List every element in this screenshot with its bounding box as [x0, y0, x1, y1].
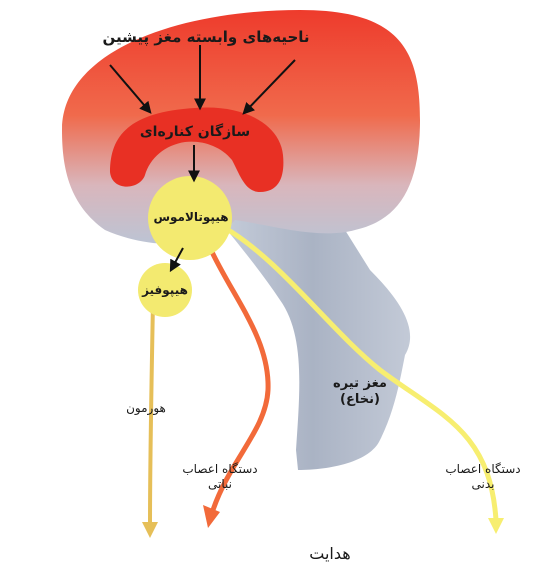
hormone-label: هورمون	[106, 401, 186, 416]
pituitary-label: هیپوفیز	[135, 283, 195, 298]
somatic-label-line1: دستگاه اعصاب	[428, 462, 538, 477]
spinal-cord-label-line2: (نخاع)	[320, 392, 400, 408]
spinal-cord-label-line1: مغز تیره	[320, 376, 400, 392]
autonomic-label-line1: دستگاه اعصاب	[170, 462, 270, 477]
bottom-caption: هدایت	[300, 544, 360, 564]
somatic-label-line2: بدنی	[428, 477, 538, 492]
brainstem-shape	[215, 215, 410, 470]
autonomic-nervous-system-label: دستگاه اعصاب نباتی	[170, 462, 270, 492]
limbic-system-label: سازگان کناره‌ای	[135, 124, 255, 142]
somatic-nervous-system-label: دستگاه اعصاب بدنی	[428, 462, 538, 492]
somatic-arrowhead	[488, 518, 504, 534]
prefrontal-areas-label: ناحیه‌های وابسته مغز پیشین	[96, 28, 316, 47]
hypothalamus-label: هیپوتالاموس	[146, 210, 236, 225]
autonomic-label-line2: نباتی	[170, 477, 270, 492]
hormone-arrowhead	[142, 522, 158, 538]
spinal-cord-label: مغز تیره (نخاع)	[320, 376, 400, 409]
